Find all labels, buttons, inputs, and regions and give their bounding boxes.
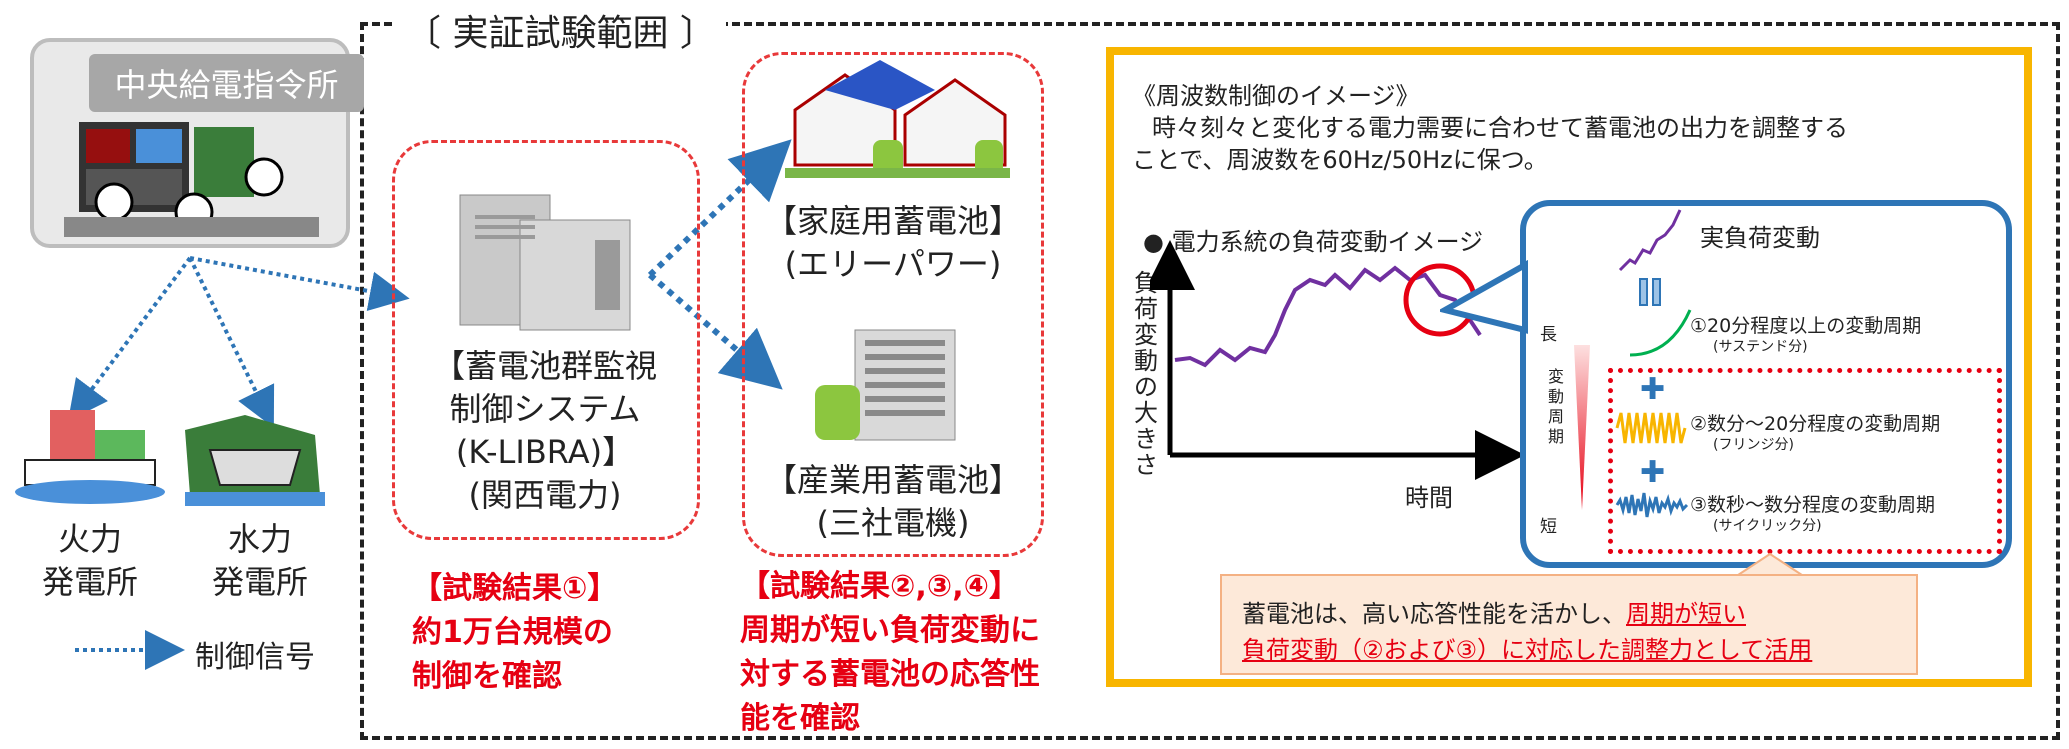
system-label-2: 制御システム: [449, 390, 641, 428]
note-line-1: 蓄電池は、高い応答性能を活かし、周期が短い: [1242, 594, 1746, 629]
hydro-label-1: 水力: [227, 520, 292, 558]
component2-label: ②数分～20分程度の変動周期: [1690, 413, 1941, 435]
thermal-label-2: 発電所: [41, 563, 138, 601]
system-label-3: (K-LIBRA)】: [455, 433, 635, 471]
hydro-plant-icon: [185, 415, 325, 506]
thermal-plant-icon: [15, 410, 165, 504]
control-signal-legend: 制御信号: [195, 640, 315, 675]
panel-desc-1: 時々刻々と変化する電力需要に合わせて蓄電池の出力を調整する: [1152, 114, 1848, 142]
test-scope-title: 〔 実証試験範囲 〕: [395, 4, 726, 56]
thermal-label-1: 火力: [57, 520, 122, 558]
home-battery-icon: [785, 60, 1010, 178]
cyclic-wave: [1615, 492, 1689, 518]
test-scope-frame: [360, 22, 2060, 740]
component3-sub: (サイクリック分): [1713, 518, 1822, 534]
hydro-plant-label: 水力 発電所: [195, 518, 325, 604]
plus-icon-1: ✚: [1640, 372, 1666, 407]
system-box: [392, 140, 700, 540]
period-axis-label: 変動周期: [1548, 367, 1565, 446]
result1-text: 【試験結果①】 約1万台規模の 制御を確認: [412, 567, 617, 699]
thermal-plant-label: 火力 発電所: [25, 518, 155, 604]
home-battery-label: 【家庭用蓄電池】 (エリーパワー): [745, 200, 1041, 286]
component2-sub: (フリンジ分): [1713, 437, 1794, 453]
home-battery-label-2: (エリーパワー): [784, 245, 1002, 283]
note-line1-plain: 蓄電池は、高い応答性能を活かし、: [1242, 600, 1626, 628]
load-fluctuation-bullet: ● 電力系統の負荷変動イメージ: [1143, 228, 1484, 256]
operators-icon: [64, 122, 319, 237]
period-gradient: [1574, 345, 1590, 510]
result2-line-4: 能を確認: [740, 701, 860, 736]
industrial-battery-icon: [815, 329, 956, 441]
result2-text: 【試験結果②,③,④】 周期が短い負荷変動に 対する蓄電池の応答性 能を確認: [740, 565, 1040, 741]
short-period-frame: [1608, 368, 2002, 554]
result2-line-3: 対する蓄電池の応答性: [740, 657, 1040, 692]
result1-line-2: 約1万台規模の: [412, 615, 613, 650]
actual-load-wave: [1618, 209, 1682, 272]
note-line-2: 負荷変動（②および③）に対応した調整力として活用: [1242, 636, 1813, 664]
control-center-box: 中央給電指令所: [30, 38, 364, 248]
long-label: 長: [1540, 325, 1557, 345]
plus-icon-2: ✚: [1640, 455, 1666, 490]
sustained-wave: [1629, 309, 1692, 357]
short-label: 短: [1540, 517, 1557, 537]
industrial-battery-label-1: 【産業用蓄電池】: [764, 461, 1021, 499]
fringe-wave: [1615, 412, 1687, 444]
panel-title: 《周波数制御のイメージ》: [1132, 82, 1420, 110]
system-label-1: 【蓄電池群監視: [432, 347, 657, 385]
note-box: 蓄電池は、高い応答性能を活かし、周期が短い 負荷変動（②および③）に対応した調整…: [1220, 574, 1918, 675]
component1-label: ①20分程度以上の変動周期: [1690, 315, 1922, 337]
control-center-label: 中央給電指令所: [89, 54, 364, 112]
industrial-battery-label-2: (三社電機): [816, 504, 970, 542]
y-axis-label: 負荷変動の大きさ: [1134, 269, 1158, 479]
panel-desc-2: ことで、周波数を60Hz/50Hzに保つ。: [1132, 146, 1548, 174]
result1-line-1: 【試験結果①】: [412, 571, 618, 606]
component1-sub: (サステンド分): [1713, 339, 1808, 355]
result2-line-1: 【試験結果②,③,④】: [740, 569, 1019, 604]
system-label: 【蓄電池群監視 制御システム (K-LIBRA)】 (関西電力): [395, 345, 695, 517]
system-label-4: (関西電力): [468, 476, 622, 514]
result2-line-2: 周期が短い負荷変動に: [740, 613, 1040, 648]
batteries-box: [742, 52, 1044, 557]
component3-label: ③数秒～数分程度の変動周期: [1690, 494, 1936, 516]
callout-pointer: [1440, 260, 1528, 334]
industrial-battery-label: 【産業用蓄電池】 (三社電機): [745, 459, 1041, 545]
equals-icon: [1639, 278, 1661, 306]
server-icon: [459, 194, 631, 331]
hydro-label-2: 発電所: [211, 563, 308, 601]
actual-load-label: 実負荷変動: [1700, 224, 1820, 252]
note-line1-red: 周期が短い: [1626, 600, 1746, 628]
x-axis-label: 時間: [1405, 484, 1453, 512]
home-battery-label-1: 【家庭用蓄電池】: [764, 202, 1021, 240]
result1-line-3: 制御を確認: [412, 659, 562, 694]
